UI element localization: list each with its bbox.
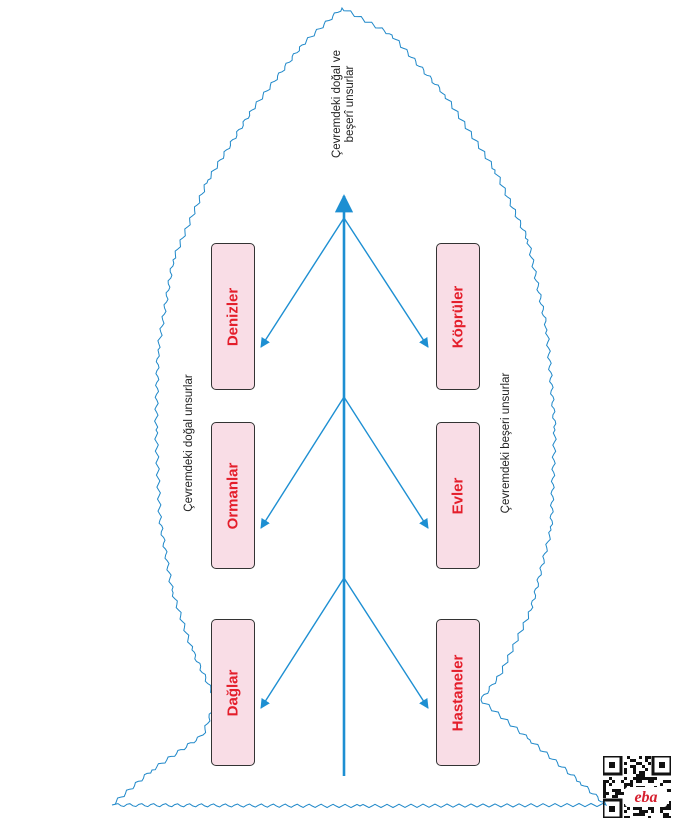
branch-arrow-denizler — [260, 217, 345, 348]
head-label-line-2: beşerî unsurlar — [344, 65, 356, 143]
box-evler-label: Evler — [449, 477, 467, 514]
branch-arrow-hastaneler — [343, 577, 429, 709]
box-hastaneler-label: Hastaneler — [449, 654, 467, 731]
box-denizler: Denizler — [211, 243, 255, 390]
box-daglar-label: Dağlar — [224, 669, 242, 716]
box-ormanlar-label: Ormanlar — [224, 462, 242, 529]
branch-arrow-kopruler — [343, 217, 429, 348]
head-label: Çevremdeki doğal ve beşerî unsurlar — [331, 50, 357, 158]
head-label-line-1: Çevremdeki doğal ve — [331, 49, 343, 159]
right-side-label: Çevremdeki beşeri unsurlar — [500, 372, 512, 514]
branch-arrow-daglar — [260, 577, 345, 709]
box-hastaneler: Hastaneler — [436, 619, 480, 766]
fish-outline — [111, 6, 608, 809]
branch-arrows — [260, 217, 429, 709]
branch-arrow-evler — [343, 396, 429, 529]
box-kopruler-label: Köprüler — [449, 285, 467, 348]
box-evler: Evler — [436, 422, 480, 569]
box-ormanlar: Ormanlar — [211, 422, 255, 569]
eba-logo: eba — [634, 789, 657, 806]
branch-arrow-ormanlar — [260, 396, 345, 529]
qr-code-icon[interactable]: eba — [603, 756, 671, 818]
box-daglar: Dağlar — [211, 619, 255, 766]
box-denizler-label: Denizler — [224, 287, 242, 346]
box-kopruler: Köprüler — [436, 243, 480, 390]
left-side-label: Çevremdeki doğal unsurlar — [183, 374, 195, 512]
